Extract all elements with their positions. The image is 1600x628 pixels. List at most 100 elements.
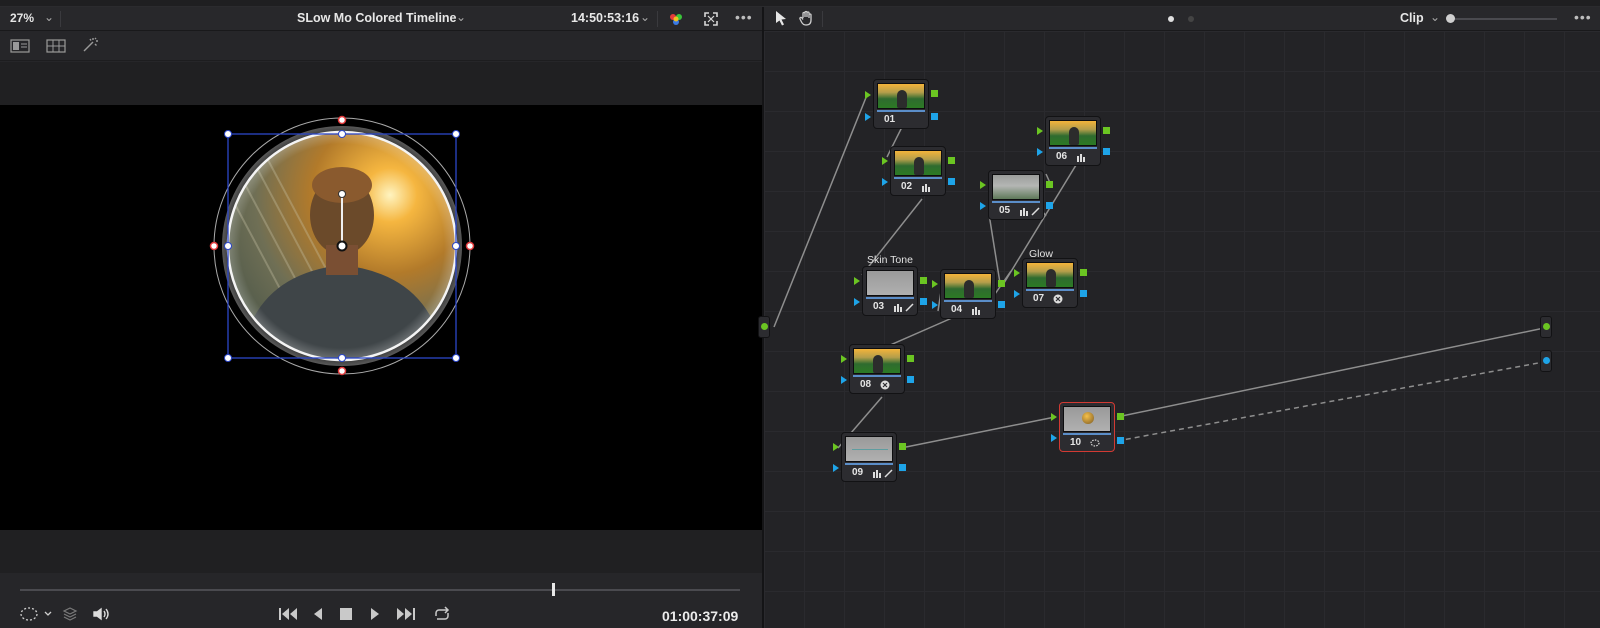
node-output-rgb[interactable] bbox=[1046, 181, 1053, 188]
node-02[interactable]: 02 bbox=[890, 146, 946, 196]
single-viewer-icon[interactable] bbox=[10, 39, 30, 53]
node-input-alpha[interactable] bbox=[1014, 290, 1020, 298]
node-label-skin-tone[interactable]: Skin Tone bbox=[867, 254, 913, 266]
node-output-rgb[interactable] bbox=[948, 157, 955, 164]
node-number: 06 bbox=[1056, 151, 1068, 162]
qualifier-picker-icon bbox=[1031, 207, 1040, 216]
node-output-rgb[interactable] bbox=[920, 277, 927, 284]
node-output-alpha[interactable] bbox=[899, 464, 906, 471]
node-number: 08 bbox=[860, 379, 872, 390]
node-04[interactable]: 04 bbox=[940, 269, 996, 319]
node-output-alpha[interactable] bbox=[931, 113, 938, 120]
rotation-knob[interactable] bbox=[338, 190, 346, 198]
fullscreen-icon[interactable] bbox=[703, 11, 719, 27]
power-window-overlay[interactable] bbox=[0, 105, 762, 530]
output-rgb-port[interactable] bbox=[1540, 316, 1552, 338]
node-01[interactable]: 01 bbox=[873, 79, 929, 129]
page-dot-active[interactable] bbox=[1168, 16, 1174, 22]
node-output-alpha[interactable] bbox=[1046, 202, 1053, 209]
node-output-rgb[interactable] bbox=[1117, 413, 1124, 420]
loop-icon[interactable] bbox=[432, 605, 452, 623]
node-input-rgb[interactable] bbox=[841, 355, 847, 363]
zoom-slider-track[interactable] bbox=[1449, 18, 1557, 20]
node-input-alpha[interactable] bbox=[932, 301, 938, 309]
node-output-alpha[interactable] bbox=[907, 376, 914, 383]
node-08[interactable]: 08 bbox=[849, 344, 905, 394]
center-handle[interactable] bbox=[336, 240, 348, 252]
scrubber-track[interactable] bbox=[20, 589, 740, 591]
viewer-more-icon[interactable]: ••• bbox=[735, 9, 753, 25]
magic-wand-icon[interactable] bbox=[81, 36, 99, 54]
node-input-rgb[interactable] bbox=[865, 91, 871, 99]
softness-handles[interactable] bbox=[209, 115, 475, 376]
hand-icon[interactable] bbox=[798, 10, 814, 26]
node-editor-header: Clip ⌄ ••• bbox=[764, 7, 1600, 31]
volume-icon[interactable] bbox=[92, 605, 110, 623]
curves-icon bbox=[972, 307, 980, 315]
go-to-end-icon[interactable] bbox=[396, 605, 416, 623]
node-mode-label[interactable]: Clip bbox=[1400, 11, 1424, 25]
node-number: 09 bbox=[852, 467, 864, 478]
node-input-rgb[interactable] bbox=[833, 443, 839, 451]
mode-chevron-down-icon[interactable]: ⌄ bbox=[1430, 10, 1441, 24]
node-output-alpha[interactable] bbox=[920, 298, 927, 305]
node-input-rgb[interactable] bbox=[1014, 269, 1020, 277]
node-graph-canvas[interactable] bbox=[764, 31, 1600, 628]
node-input-rgb[interactable] bbox=[882, 157, 888, 165]
split-viewer-icon[interactable] bbox=[46, 39, 66, 53]
node-05[interactable]: 05 bbox=[988, 170, 1044, 220]
layers-icon[interactable] bbox=[62, 605, 78, 623]
node-input-alpha[interactable] bbox=[882, 178, 888, 186]
node-input-alpha[interactable] bbox=[865, 113, 871, 121]
node-output-rgb[interactable] bbox=[998, 280, 1005, 287]
pointer-icon[interactable] bbox=[774, 10, 788, 26]
node-input-alpha[interactable] bbox=[833, 464, 839, 472]
node-input-rgb[interactable] bbox=[932, 280, 938, 288]
node-06[interactable]: 06 bbox=[1045, 116, 1101, 166]
stop-icon[interactable] bbox=[339, 605, 353, 623]
node-output-alpha[interactable] bbox=[1080, 290, 1087, 297]
fx-icon[interactable] bbox=[668, 11, 684, 27]
node-input-rgb[interactable] bbox=[854, 277, 860, 285]
node-output-rgb[interactable] bbox=[907, 355, 914, 362]
bbox-handles[interactable] bbox=[224, 130, 460, 362]
zoom-slider-knob[interactable] bbox=[1446, 14, 1455, 23]
page-dot[interactable] bbox=[1188, 16, 1194, 22]
node-output-rgb[interactable] bbox=[1080, 269, 1087, 276]
node-label-glow[interactable]: Glow bbox=[1029, 248, 1053, 260]
node-input-alpha[interactable] bbox=[1037, 148, 1043, 156]
node-09[interactable]: 09 bbox=[841, 432, 897, 482]
node-output-rgb[interactable] bbox=[899, 443, 906, 450]
node-03[interactable]: 03 bbox=[862, 266, 918, 316]
node-output-alpha[interactable] bbox=[1117, 437, 1124, 444]
zoom-chevron-down-icon[interactable]: ⌄ bbox=[44, 10, 55, 24]
timecode-chevron-down-icon[interactable]: ⌄ bbox=[640, 10, 651, 24]
node-07[interactable]: 07 bbox=[1022, 258, 1078, 308]
node-output-alpha[interactable] bbox=[998, 301, 1005, 308]
node-input-alpha[interactable] bbox=[841, 376, 847, 384]
timeline-title[interactable]: SLow Mo Colored Timeline bbox=[297, 11, 457, 25]
node-input-rgb[interactable] bbox=[1051, 413, 1057, 421]
play-reverse-icon[interactable] bbox=[311, 605, 325, 623]
node-input-rgb[interactable] bbox=[980, 181, 986, 189]
play-icon[interactable] bbox=[368, 605, 382, 623]
node-output-alpha[interactable] bbox=[1103, 148, 1110, 155]
node-output-rgb[interactable] bbox=[1103, 127, 1110, 134]
node-output-alpha[interactable] bbox=[948, 178, 955, 185]
timeline-chevron-down-icon[interactable]: ⌄ bbox=[456, 10, 467, 24]
go-to-start-icon[interactable] bbox=[278, 605, 298, 623]
node-input-alpha[interactable] bbox=[854, 298, 860, 306]
scrubber-playhead[interactable] bbox=[551, 583, 555, 596]
zoom-level[interactable]: 27% bbox=[10, 11, 35, 25]
node-10-selected[interactable]: 10 bbox=[1059, 402, 1115, 452]
node-more-icon[interactable]: ••• bbox=[1574, 9, 1592, 25]
source-input-port[interactable] bbox=[758, 316, 770, 338]
window-shape-icon[interactable] bbox=[18, 605, 52, 623]
node-input-rgb[interactable] bbox=[1037, 127, 1043, 135]
node-input-alpha[interactable] bbox=[1051, 434, 1057, 442]
node-input-alpha[interactable] bbox=[980, 202, 986, 210]
node-number: 05 bbox=[999, 205, 1011, 216]
node-output-rgb[interactable] bbox=[931, 90, 938, 97]
viewer-image[interactable] bbox=[0, 105, 762, 530]
output-alpha-port[interactable] bbox=[1540, 350, 1552, 372]
